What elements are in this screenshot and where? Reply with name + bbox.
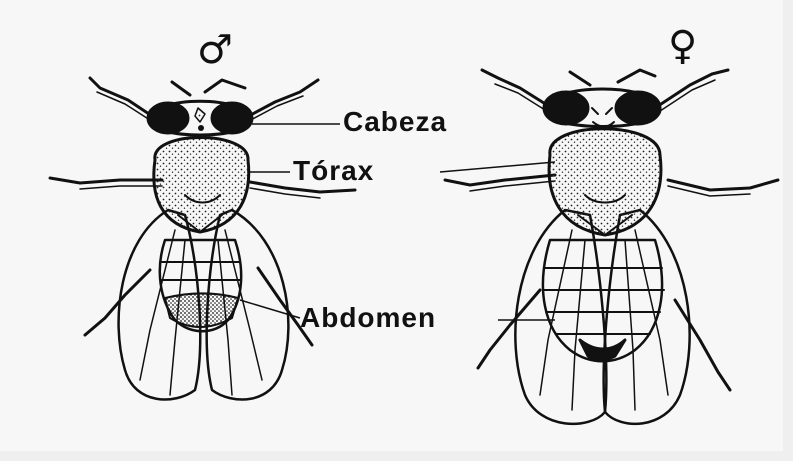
female-fly bbox=[445, 70, 778, 424]
female-head bbox=[544, 89, 660, 127]
thorax-leader-line-female bbox=[440, 162, 555, 172]
female-antennae bbox=[570, 70, 655, 85]
male-head bbox=[148, 101, 252, 135]
head-label: Cabeza bbox=[343, 106, 447, 138]
male-abdomen bbox=[160, 240, 241, 331]
female-thorax bbox=[549, 129, 661, 235]
female-wings bbox=[515, 210, 689, 424]
abdomen-label: Abdomen bbox=[300, 302, 436, 334]
male-thorax bbox=[154, 138, 249, 233]
male-fly bbox=[50, 78, 355, 400]
abdomen-leader-line-male bbox=[240, 300, 300, 318]
female-symbol: ♀ bbox=[668, 26, 697, 66]
male-symbol: ♂ bbox=[197, 30, 233, 70]
paper-edge-right bbox=[783, 0, 793, 461]
paper-edge-bottom bbox=[0, 451, 793, 461]
female-abdomen bbox=[543, 240, 664, 361]
male-antennae bbox=[172, 80, 245, 95]
thorax-label: Tórax bbox=[293, 155, 374, 187]
leader-lines bbox=[240, 124, 555, 320]
